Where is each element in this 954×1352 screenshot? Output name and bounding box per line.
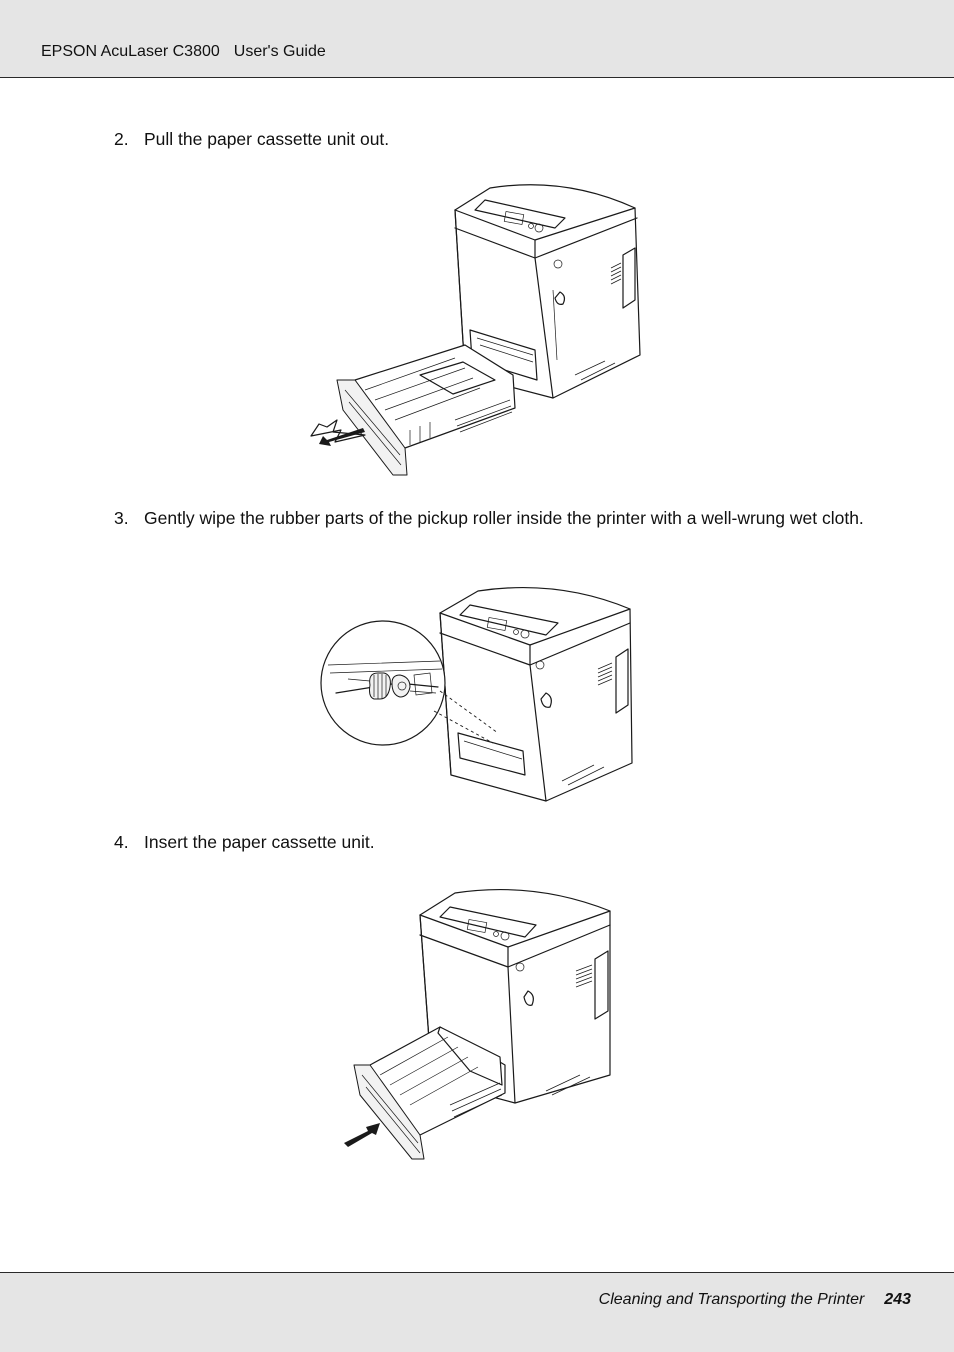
printer-illustration (454, 184, 641, 399)
step-number: 3. (114, 508, 129, 528)
step-number: 2. (114, 129, 129, 149)
pull-out-arrow-icon (310, 419, 366, 446)
header-guide: User's Guide (233, 43, 326, 60)
page-footer: Cleaning and Transporting the Printer 243 (0, 1272, 954, 1352)
figure-pickup-roller (318, 583, 638, 803)
header-product: EPSON AcuLaser C3800 (41, 43, 220, 60)
footer-text: Cleaning and Transporting the Printer 243 (599, 1291, 911, 1309)
figure-insert-cassette (340, 885, 615, 1165)
step-text: Gently wipe the rubber parts of the pick… (144, 508, 864, 528)
leader-line (433, 690, 499, 744)
step-number: 4. (114, 832, 129, 852)
header-text: EPSON AcuLaser C3800 User's Guide (41, 43, 326, 61)
figure-pull-cassette-out (305, 180, 650, 480)
step-text: Insert the paper cassette unit. (144, 832, 375, 852)
footer-section: Cleaning and Transporting the Printer (598, 1291, 865, 1308)
paper-cassette-illustration (353, 1026, 506, 1160)
paper-cassette-illustration (336, 344, 516, 476)
printer-illustration (439, 586, 633, 802)
step-text: Pull the paper cassette unit out. (144, 129, 390, 149)
step-3: 3. Gently wipe the rubber parts of the p… (114, 507, 884, 529)
step-4: 4. Insert the paper cassette unit. (114, 831, 884, 853)
push-in-arrow-icon (344, 1123, 380, 1147)
step-2: 2. Pull the paper cassette unit out. (114, 128, 884, 150)
page-number: 243 (884, 1291, 911, 1308)
roller-detail-inset (320, 620, 446, 746)
page-header: EPSON AcuLaser C3800 User's Guide (0, 0, 954, 78)
